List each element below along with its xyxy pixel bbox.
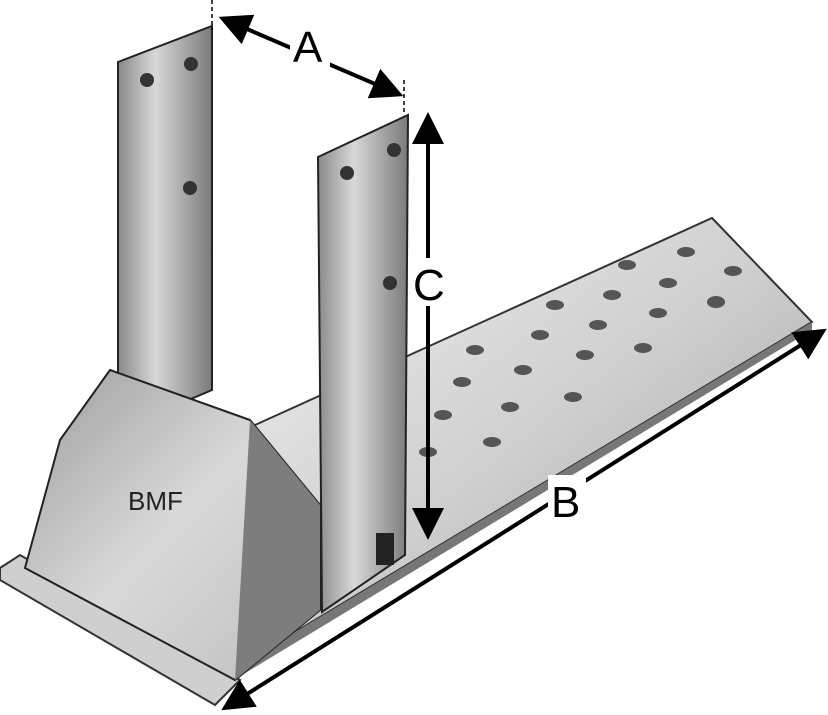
dim-b-arrow	[221, 328, 827, 711]
right-upright	[316, 113, 410, 614]
right-upright-holes	[340, 143, 401, 290]
dim-a-label: A	[293, 23, 323, 72]
dim-b-label-bg	[548, 475, 586, 523]
embossed-brand: BMF	[128, 486, 183, 516]
dim-a-label-bg	[290, 22, 330, 68]
dim-b-label: B	[551, 478, 580, 527]
left-upright	[117, 24, 213, 432]
left-upright-holes	[140, 57, 198, 195]
upright-slot	[376, 533, 394, 565]
dim-c-label: C	[413, 261, 445, 310]
dim-c-label-bg	[413, 258, 449, 306]
